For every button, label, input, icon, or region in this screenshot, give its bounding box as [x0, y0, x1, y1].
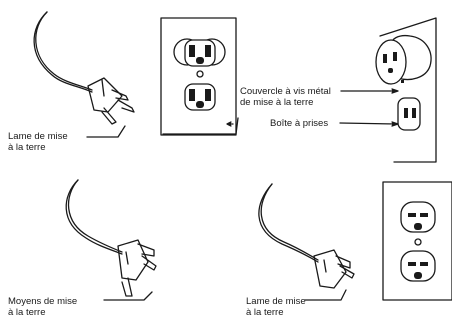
bottom-center-leader-line	[304, 289, 347, 301]
top-left-leader-line	[86, 125, 126, 138]
ground-blade-label-bottom: Lame de mise à la terre	[246, 296, 306, 318]
bottom-left-leader-line	[103, 291, 153, 301]
plug-in-outlet-icon	[375, 17, 437, 163]
grounding-means-label-line2: à la terre	[8, 307, 46, 318]
ground-blade-label-top-line1: Lame de mise	[8, 131, 68, 142]
cover-screw-label: Couvercle à vis métal de mise à la terre	[240, 86, 331, 108]
outlet-box-label: Boîte à prises	[270, 118, 328, 129]
bottom-right-outlet-icon	[382, 181, 452, 301]
duplex-outlet-icon	[160, 17, 239, 136]
grounding-means-label: Moyens de mise à la terre	[8, 296, 77, 318]
ground-blade-label-bottom-line2: à la terre	[246, 307, 284, 318]
cover-screw-label-line1: Couvercle à vis métal	[240, 86, 331, 97]
ground-blade-label-top: Lame de mise à la terre	[8, 131, 68, 153]
cover-screw-label-line2: de mise à la terre	[240, 97, 314, 108]
grounding-means-label-line1: Moyens de mise	[8, 296, 78, 307]
outlet-box-label-text: Boîte à prises	[270, 118, 329, 129]
ground-blade-label-top-line2: à la terre	[8, 142, 46, 153]
bottom-center-plug-icon	[258, 183, 355, 289]
bottom-left-plug-icon	[65, 179, 157, 297]
box-leader	[339, 122, 397, 125]
top-left-plug-icon	[33, 11, 135, 125]
ground-blade-label-bottom-line1: Lame de mise	[246, 296, 306, 307]
